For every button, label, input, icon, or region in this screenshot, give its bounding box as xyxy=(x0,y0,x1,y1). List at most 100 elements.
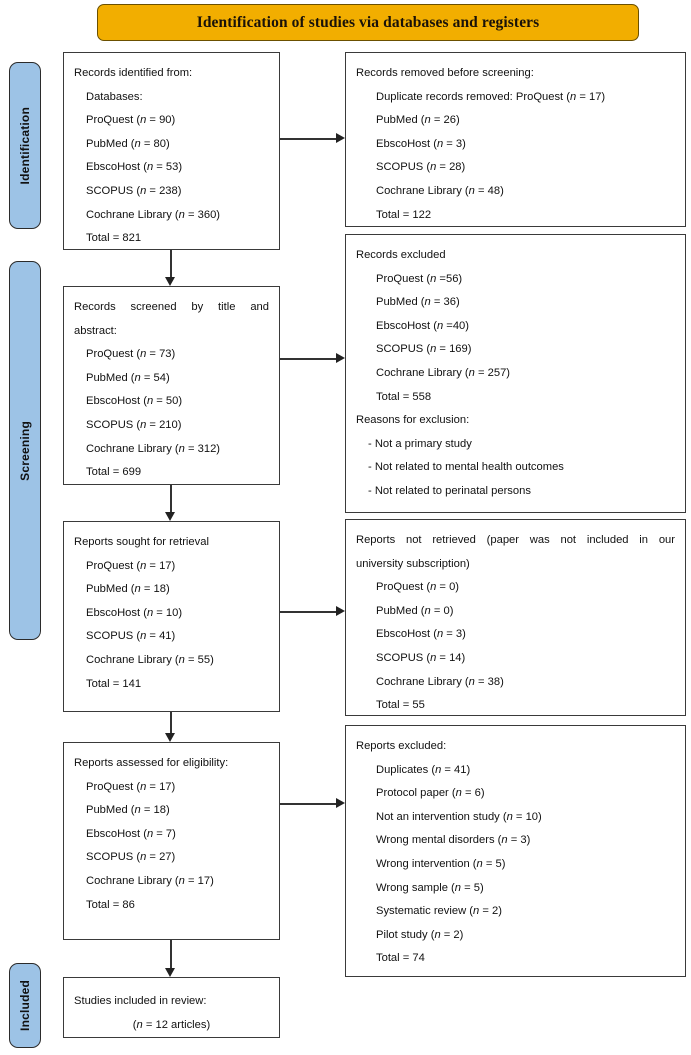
stage-bar-identification: Identification xyxy=(9,62,41,229)
box-records-identified: Records identified from: Databases: ProQ… xyxy=(63,52,280,250)
source-line: SCOPUS (n = 169) xyxy=(376,343,472,356)
reasons-heading: Reasons for exclusion: xyxy=(356,414,470,427)
box-reports-assessed: Reports assessed for eligibility: ProQue… xyxy=(63,742,280,940)
box-total: Total = 558 xyxy=(376,390,432,403)
source-line: ProQuest (n = 90) xyxy=(86,114,176,127)
source-line: Duplicate records removed: ProQuest (n =… xyxy=(376,90,606,103)
source-line: PubMed (n = 36) xyxy=(376,296,460,309)
arrowhead-down-assessed xyxy=(165,733,175,742)
source-line: EbscoHost (n = 3) xyxy=(376,628,466,641)
source-line: ProQuest (n = 0) xyxy=(376,581,460,594)
source-line: EbscoHost (n =40) xyxy=(376,319,469,332)
source-line: SCOPUS (n = 28) xyxy=(376,161,466,174)
source-line: Cochrane Library (n = 257) xyxy=(376,366,511,379)
reason-line: - Not related to perinatal persons xyxy=(368,484,531,497)
source-line: ProQuest (n = 73) xyxy=(86,348,176,361)
included-count: (n = 12 articles) xyxy=(132,1018,211,1031)
box-heading: Records screened by title and xyxy=(74,301,269,313)
source-line: ProQuest (n =56) xyxy=(376,272,463,285)
arrowhead-right-excluded xyxy=(336,353,345,363)
box-heading: Reports sought for retrieval xyxy=(74,536,209,548)
diagram-title-banner: Identification of studies via databases … xyxy=(97,4,639,41)
arrowhead-right-reports-excluded xyxy=(336,798,345,808)
arrowhead-right-not-retrieved xyxy=(336,606,345,616)
source-line: PubMed (n = 0) xyxy=(376,604,454,617)
source-line: SCOPUS (n = 238) xyxy=(86,184,182,197)
source-line: EbscoHost (n = 50) xyxy=(86,395,183,408)
arrowhead-down-sought xyxy=(165,512,175,521)
reason-line: Protocol paper (n = 6) xyxy=(376,787,485,800)
source-line: PubMed (n = 26) xyxy=(376,114,460,127)
box-heading: Reports assessed for eligibility: xyxy=(74,757,229,769)
source-line: Cochrane Library (n = 48) xyxy=(376,184,504,197)
connector-sought-to-assessed xyxy=(170,712,172,733)
box-heading: Records excluded xyxy=(356,249,446,261)
source-line: EbscoHost (n = 10) xyxy=(86,606,183,619)
box-heading: Studies included in review: xyxy=(74,995,207,1007)
box-records-screened: Records screened by title and abstract: … xyxy=(63,286,280,485)
source-line: PubMed (n = 18) xyxy=(86,583,170,596)
reason-line: Pilot study (n = 2) xyxy=(376,928,464,941)
source-line: EbscoHost (n = 7) xyxy=(86,827,176,840)
reason-line: Wrong mental disorders (n = 3) xyxy=(376,834,531,847)
box-records-excluded: Records excluded ProQuest (n =56) PubMed… xyxy=(345,234,686,513)
reason-line: Duplicates (n = 41) xyxy=(376,763,471,776)
source-line: Cochrane Library (n = 38) xyxy=(376,675,504,688)
source-line: PubMed (n = 18) xyxy=(86,804,170,817)
box-reports-excluded: Reports excluded: Duplicates (n = 41) Pr… xyxy=(345,725,686,977)
box-heading: Reports not retrieved (paper was not inc… xyxy=(356,534,675,546)
box-reports-not-retrieved: Reports not retrieved (paper was not inc… xyxy=(345,519,686,716)
box-total: Total = 86 xyxy=(86,898,135,911)
stage-bar-screening: Screening xyxy=(9,261,41,640)
box-total: Total = 122 xyxy=(376,208,432,221)
stage-bar-included: Included xyxy=(9,963,41,1048)
stage-label-included: Included xyxy=(18,980,32,1031)
arrowhead-right-removed xyxy=(336,133,345,143)
box-reports-sought: Reports sought for retrieval ProQuest (n… xyxy=(63,521,280,712)
arrowhead-down-screened xyxy=(165,277,175,286)
connector-identified-to-screened xyxy=(170,250,172,277)
source-line: EbscoHost (n = 53) xyxy=(86,161,183,174)
box-total: Total = 821 xyxy=(86,232,142,245)
box-total: Total = 141 xyxy=(86,677,142,690)
box-total: Total = 74 xyxy=(376,952,425,965)
box-heading: Records removed before screening: xyxy=(356,67,534,79)
connector-screened-to-excluded xyxy=(280,358,336,360)
source-line: SCOPUS (n = 41) xyxy=(86,630,176,643)
source-line: SCOPUS (n = 27) xyxy=(86,851,176,864)
reason-line: Wrong intervention (n = 5) xyxy=(376,857,506,870)
box-heading-cont: university subscription) xyxy=(356,557,470,570)
box-studies-included: Studies included in review: (n = 12 arti… xyxy=(63,977,280,1038)
box-heading-cont: abstract: xyxy=(74,324,117,337)
source-line: SCOPUS (n = 14) xyxy=(376,651,466,664)
box-heading: Reports excluded: xyxy=(356,740,447,752)
source-line: Cochrane Library (n = 17) xyxy=(86,874,214,887)
source-line: Cochrane Library (n = 360) xyxy=(86,208,221,221)
reason-line: Not an intervention study (n = 10) xyxy=(376,810,542,823)
source-line: Cochrane Library (n = 55) xyxy=(86,653,214,666)
stage-label-identification: Identification xyxy=(18,106,32,185)
source-line: SCOPUS (n = 210) xyxy=(86,418,182,431)
source-line: PubMed (n = 54) xyxy=(86,371,170,384)
arrowhead-down-included xyxy=(165,968,175,977)
source-line: Cochrane Library (n = 312) xyxy=(86,442,221,455)
reason-line: Systematic review (n = 2) xyxy=(376,905,502,918)
page-title: Identification of studies via databases … xyxy=(196,13,540,31)
source-line: EbscoHost (n = 3) xyxy=(376,137,466,150)
box-heading: Records identified from: xyxy=(74,67,193,79)
connector-identified-to-removed xyxy=(280,138,336,140)
connector-assessed-to-reports-excluded xyxy=(280,803,336,805)
box-total: Total = 699 xyxy=(86,466,142,479)
source-line: ProQuest (n = 17) xyxy=(86,559,176,572)
connector-sought-to-not-retrieved xyxy=(280,611,336,613)
reason-line: - Not a primary study xyxy=(368,437,472,450)
box-subheading: Databases: xyxy=(86,90,143,103)
box-records-removed: Records removed before screening: Duplic… xyxy=(345,52,686,227)
box-total: Total = 55 xyxy=(376,699,425,712)
reason-line: Wrong sample (n = 5) xyxy=(376,881,484,894)
source-line: ProQuest (n = 17) xyxy=(86,780,176,793)
connector-assessed-to-included xyxy=(170,940,172,968)
stage-label-screening: Screening xyxy=(18,420,32,481)
connector-screened-to-sought xyxy=(170,485,172,512)
reason-line: - Not related to mental health outcomes xyxy=(368,461,564,474)
